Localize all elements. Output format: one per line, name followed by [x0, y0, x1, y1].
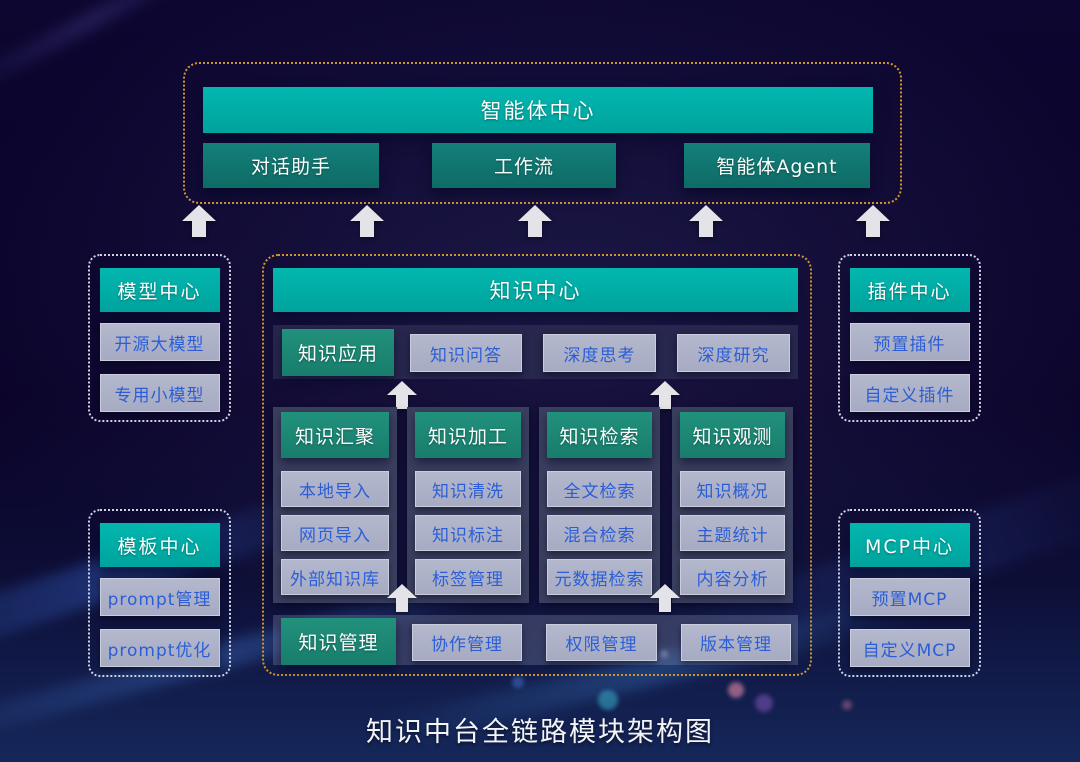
column-item: 内容分析 — [680, 559, 785, 595]
column-item: 元数据检索 — [547, 559, 652, 595]
mcp-center-item-preset: 预置MCP — [849, 578, 970, 616]
up-arrow-icon — [182, 205, 216, 237]
up-arrow-icon — [689, 205, 723, 237]
up-arrow-icon — [350, 205, 384, 237]
up-arrow-icon — [856, 205, 890, 237]
agent-center-group: 智能体中心 对话助手 工作流 智能体Agent — [183, 62, 902, 204]
knowledge-management-module: 知识管理 — [281, 618, 396, 665]
column-item: 知识清洗 — [415, 471, 521, 507]
agent-center-item-workflow: 工作流 — [432, 143, 616, 188]
management-item-collaboration: 协作管理 — [412, 624, 522, 661]
mcp-center-header: MCP中心 — [849, 523, 970, 567]
application-item-qa: 知识问答 — [410, 334, 522, 372]
column-item: 标签管理 — [415, 559, 521, 595]
mcp-center-item-custom: 自定义MCP — [849, 629, 970, 667]
management-item-permission: 权限管理 — [546, 624, 657, 661]
template-center-item-prompt-mgmt: prompt管理 — [99, 578, 220, 616]
column-item: 知识标注 — [415, 515, 521, 551]
column-item: 主题统计 — [680, 515, 785, 551]
plugin-center-item-preset: 预置插件 — [849, 323, 970, 361]
column-item: 全文检索 — [547, 471, 652, 507]
plugin-center-item-custom: 自定义插件 — [849, 374, 970, 412]
agent-center-header: 智能体中心 — [203, 87, 873, 133]
agent-center-item-chat-assistant: 对话助手 — [203, 143, 379, 188]
template-center-panel: 模板中心 prompt管理 prompt优化 — [88, 509, 231, 677]
column-header: 知识检索 — [547, 412, 652, 458]
bokeh-dot — [842, 700, 852, 710]
column-knowledge-retrieval: 知识检索 全文检索 混合检索 元数据检索 — [539, 407, 660, 603]
column-item: 网页导入 — [281, 515, 389, 551]
column-header: 知识加工 — [415, 412, 521, 458]
diagram-title: 知识中台全链路模块架构图 — [366, 717, 714, 748]
bokeh-dot — [512, 676, 524, 688]
plugin-center-header: 插件中心 — [849, 268, 970, 312]
bokeh-dot — [598, 690, 618, 710]
column-item: 本地导入 — [281, 471, 389, 507]
column-knowledge-observation: 知识观测 知识概况 主题统计 内容分析 — [672, 407, 793, 603]
column-knowledge-processing: 知识加工 知识清洗 知识标注 标签管理 — [407, 407, 529, 603]
column-item: 知识概况 — [680, 471, 785, 507]
up-arrow-icon — [650, 584, 680, 612]
model-center-header: 模型中心 — [99, 268, 220, 312]
column-header: 知识观测 — [680, 412, 785, 458]
agent-center-item-agent: 智能体Agent — [684, 143, 870, 188]
plugin-center-panel: 插件中心 预置插件 自定义插件 — [838, 254, 981, 422]
application-item-deep-research: 深度研究 — [677, 334, 790, 372]
up-arrow-icon — [387, 584, 417, 612]
column-item: 混合检索 — [547, 515, 652, 551]
up-arrow-icon — [518, 205, 552, 237]
knowledge-center-group: 知识中心 知识应用 知识问答 深度思考 深度研究 知识汇聚 本地导入 网页导入 … — [262, 254, 812, 676]
template-center-header: 模板中心 — [99, 523, 220, 567]
up-arrow-icon — [650, 381, 680, 409]
knowledge-application-module: 知识应用 — [282, 329, 394, 376]
management-item-version: 版本管理 — [681, 624, 791, 661]
knowledge-center-header: 知识中心 — [273, 268, 798, 312]
bokeh-dot — [728, 682, 744, 698]
model-center-item-specialized: 专用小模型 — [99, 374, 220, 412]
up-arrow-icon — [387, 381, 417, 409]
column-header: 知识汇聚 — [281, 412, 389, 458]
application-item-deep-think: 深度思考 — [543, 334, 656, 372]
model-center-panel: 模型中心 开源大模型 专用小模型 — [88, 254, 231, 422]
model-center-item-open-source: 开源大模型 — [99, 323, 220, 361]
column-knowledge-aggregation: 知识汇聚 本地导入 网页导入 外部知识库 — [273, 407, 397, 603]
column-item: 外部知识库 — [281, 559, 389, 595]
template-center-item-prompt-opt: prompt优化 — [99, 629, 220, 667]
mcp-center-panel: MCP中心 预置MCP 自定义MCP — [838, 509, 981, 677]
